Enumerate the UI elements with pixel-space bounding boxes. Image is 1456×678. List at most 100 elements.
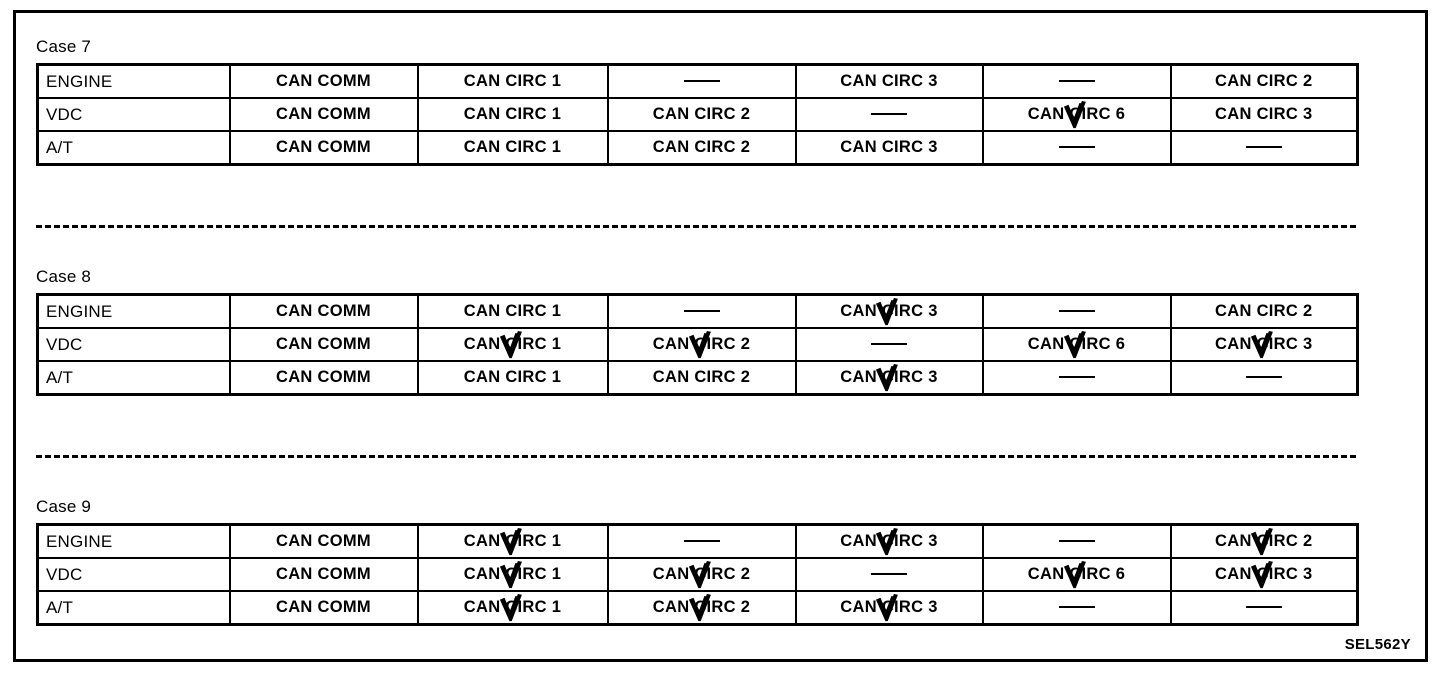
cell-content (683, 72, 720, 91)
empty-circuit-cell (794, 97, 984, 132)
cell-content: CAN CIRC 1 (463, 330, 562, 358)
cell-text: CAN COMM (276, 598, 371, 616)
circuit-cell: CAN CIRC 6 (981, 557, 1172, 592)
cell-content: CAN COMM (276, 335, 371, 354)
cell-text: CAN CIRC 2 (652, 368, 751, 386)
cell-content: CAN CIRC 6 (1027, 100, 1126, 128)
cell-text: CAN CIRC 6 (1027, 105, 1126, 123)
cell-content (683, 532, 720, 551)
cell-content: CAN CIRC 2 (653, 138, 750, 157)
cell-text: CAN COMM (276, 302, 371, 320)
circuit-cell: CAN CIRC 1 (416, 360, 609, 396)
cell-content (1245, 138, 1282, 157)
table-row: VDC CAN COMM CAN CIRC 1 CAN CIRC 2 CAN CIRC … (36, 97, 1359, 132)
dash-icon (683, 309, 720, 312)
dash-icon (1058, 145, 1095, 148)
cell-content: CAN CIRC 6 (1027, 330, 1126, 358)
unit-label-cell: ENGINE (36, 293, 231, 329)
cell-content: CAN CIRC 6 (1028, 560, 1125, 588)
dash-icon (1058, 375, 1095, 378)
cell-text: CAN COMM (276, 335, 371, 353)
circuit-cell: CAN CIRC 1 (416, 130, 609, 166)
dash-icon (1058, 539, 1095, 542)
cell-text: CAN CIRC 2 (1215, 532, 1313, 550)
dash-icon (683, 539, 720, 542)
cell-content (871, 565, 907, 584)
cell-content (1058, 598, 1095, 617)
cell-text: CAN CIRC 2 (652, 598, 751, 616)
cell-content: CAN CIRC 3 (840, 527, 937, 555)
unit-label-cell: VDC (36, 97, 231, 132)
table-row: ENGINE CAN COMM CAN CIRC 1 CAN CIRC 3 CAN CI… (36, 293, 1359, 329)
cell-content: CAN CIRC 2 (1215, 72, 1312, 91)
cell-content (1058, 302, 1095, 321)
circuit-cell: CAN CIRC 3 (794, 130, 984, 166)
cell-text: CAN CIRC 1 (463, 105, 562, 123)
circuit-cell: CAN CIRC 1 (416, 523, 609, 559)
cell-content: CAN CIRC 1 (464, 593, 561, 621)
cell-content (683, 302, 720, 321)
empty-circuit-cell (1169, 360, 1359, 396)
cell-content (1245, 598, 1282, 617)
cell-text: CAN CIRC 1 (463, 565, 562, 583)
circuit-cell: CAN CIRC 6 (981, 97, 1172, 132)
cell-content: CAN CIRC 2 (653, 368, 750, 387)
cell-text: CAN CIRC 3 (1215, 565, 1313, 583)
unit-label-cell: A/T (36, 360, 231, 396)
circuit-cell: CAN CIRC 2 (1169, 523, 1359, 559)
cell-text: CAN CIRC 1 (463, 302, 562, 320)
unit-label-cell: ENGINE (36, 63, 231, 99)
cell-text: CAN CIRC 3 (840, 138, 938, 156)
cell-content (1058, 72, 1095, 91)
circuit-cell: CAN CIRC 2 (606, 557, 797, 592)
circuit-cell: CAN COMM (228, 327, 419, 362)
cell-text: CAN CIRC 2 (1215, 302, 1313, 320)
empty-circuit-cell (794, 327, 984, 362)
cell-text: CAN CIRC 1 (463, 335, 562, 353)
cell-content: CAN COMM (276, 105, 371, 124)
cell-text: CAN CIRC 3 (840, 368, 938, 386)
cell-content (1058, 532, 1095, 551)
circuit-cell: CAN COMM (228, 63, 419, 99)
cell-text: CAN COMM (276, 368, 371, 386)
cell-text: CAN CIRC 2 (652, 105, 751, 123)
circuit-cell: CAN COMM (228, 523, 419, 559)
unit-label-cell: A/T (36, 130, 231, 166)
cell-text: CAN CIRC 3 (840, 302, 938, 320)
cell-text: CAN CIRC 6 (1027, 335, 1126, 353)
cell-content: CAN CIRC 1 (464, 527, 561, 555)
empty-circuit-cell (981, 63, 1172, 99)
cell-content: CAN COMM (276, 565, 371, 584)
cell-content: CAN CIRC 3 (840, 297, 938, 325)
circuit-cell: CAN CIRC 3 (794, 293, 984, 329)
circuit-cell: CAN COMM (228, 130, 419, 166)
cell-content: CAN CIRC 1 (464, 138, 561, 157)
empty-circuit-cell (981, 293, 1172, 329)
cell-text: CAN CIRC 2 (652, 565, 751, 583)
cell-content: CAN CIRC 1 (464, 72, 561, 91)
cell-content: CAN CIRC 3 (840, 593, 937, 621)
dash-icon (1245, 605, 1282, 608)
empty-circuit-cell (981, 360, 1172, 396)
dash-icon (871, 342, 907, 345)
empty-circuit-cell (606, 293, 797, 329)
dash-icon (871, 572, 907, 575)
figure-id-label: SEL562Y (1344, 636, 1411, 653)
dash-icon (683, 79, 720, 82)
circuit-cell: CAN CIRC 3 (794, 523, 984, 559)
case-title: Case 7 (36, 37, 92, 56)
empty-circuit-cell (606, 63, 797, 99)
table-row: A/T CAN COMM CAN CIRC 1 CAN CIRC 2 CAN CIRC … (36, 360, 1359, 396)
dash-icon (1245, 145, 1282, 148)
